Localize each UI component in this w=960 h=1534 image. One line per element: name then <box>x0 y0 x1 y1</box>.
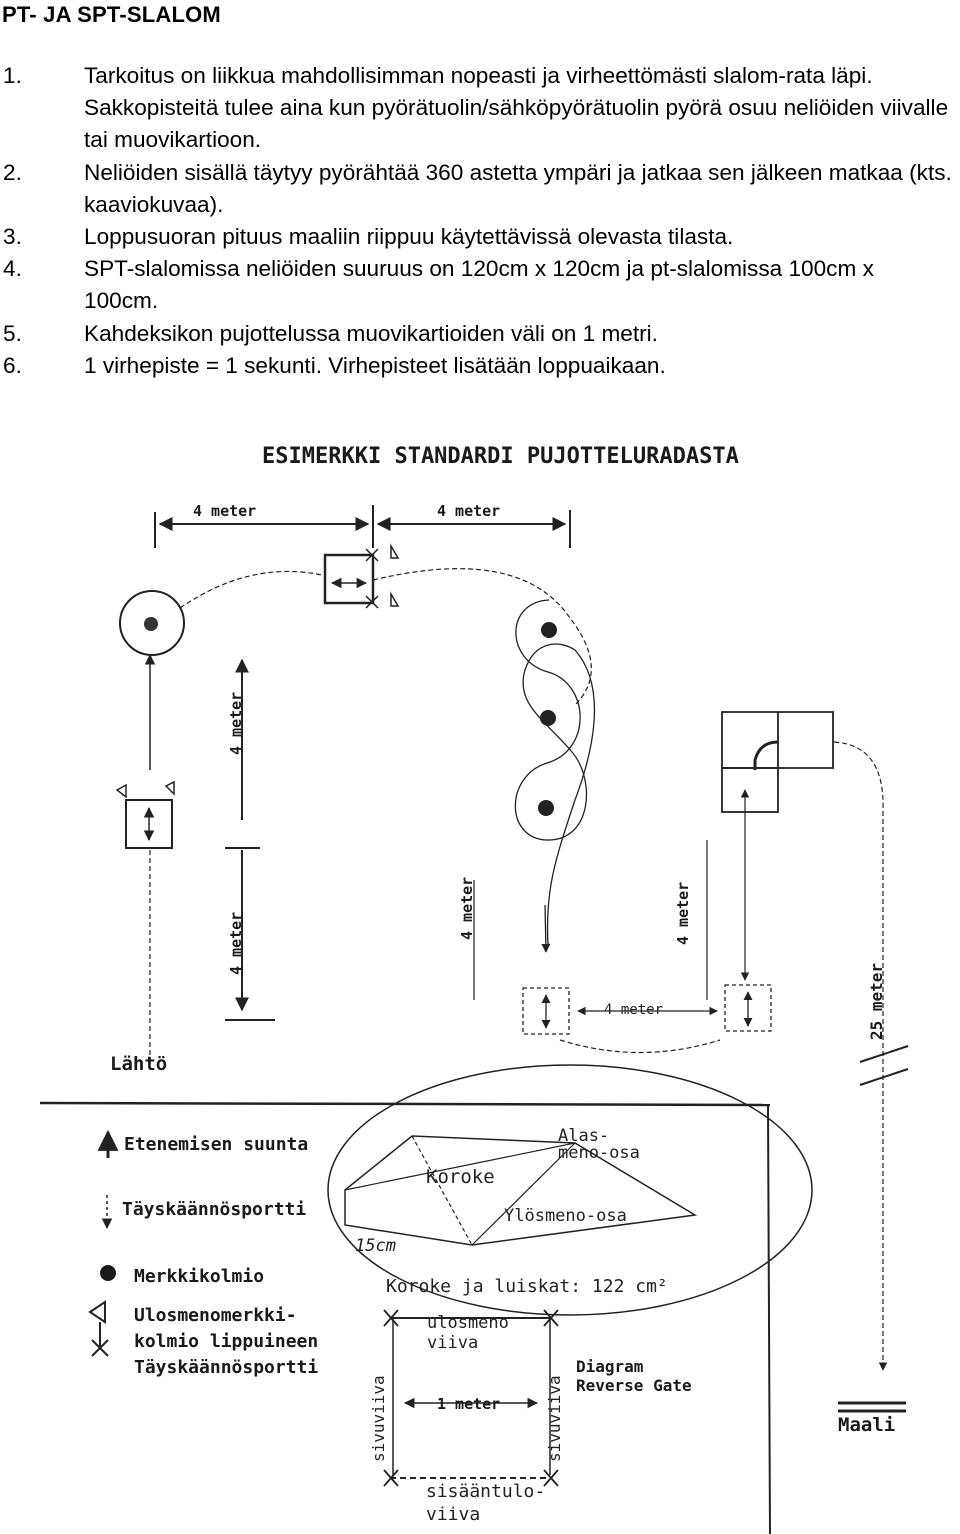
rule-text: 1 virhepiste = 1 sekunti. Virhepisteet l… <box>84 352 666 378</box>
exit-flag-icon <box>88 1300 109 1357</box>
rule-item: 3. Loppusuoran pituus maaliin riippuu kä… <box>0 221 960 253</box>
rule-number: 1. <box>3 63 22 88</box>
dim-mid-left: 4 meter <box>458 877 476 940</box>
legend-exit-2: kolmio lippuineen <box>134 1331 318 1352</box>
ramp-height: 15cm <box>355 1236 396 1256</box>
gate-caption-2: Reverse Gate <box>576 1376 692 1395</box>
reverse-gate-middle-right <box>724 984 772 1032</box>
rule-text: SPT-slalomissa neliöiden suuruus on 120c… <box>84 256 874 314</box>
dim-final: 25 meter <box>867 963 886 1040</box>
side-line-left: sivuviiva <box>369 1375 388 1462</box>
dim-mid-right: 4 meter <box>674 882 692 945</box>
rule-number: 5. <box>3 320 22 346</box>
reverse-gate-left <box>115 780 175 1065</box>
legend: Etenemisen suunta Täyskäännösportti Merk… <box>88 1129 318 1378</box>
rule-item: 5. Kahdeksikon pujottelussa muovikartioi… <box>0 318 960 350</box>
ramp-platform: Koroke <box>426 1166 495 1188</box>
ramp-down-1: Alas- <box>558 1126 609 1146</box>
rule-number: 2. <box>3 159 22 185</box>
rule-text: Loppusuoran pituus maaliin riippuu käyte… <box>84 224 734 250</box>
finish-label: Maali <box>838 1414 895 1436</box>
start-label: Lähtö <box>110 1053 167 1075</box>
page-title: PT- JA SPT-SLALOM <box>2 2 221 27</box>
legend-exit-3: Täyskäännösportti <box>134 1357 318 1378</box>
dimension-top: 4 meter 4 meter <box>154 502 571 548</box>
dimension-final: 25 meter Maali <box>838 963 909 1436</box>
cone-1 <box>541 622 557 638</box>
right-edge-line <box>767 1104 771 1534</box>
marker-icon <box>100 1265 116 1281</box>
exit-line-1: ulosmeno <box>427 1313 509 1333</box>
dim-top-left: 4 meter <box>193 502 256 520</box>
rule-item: 4. SPT-slalomissa neliöiden suuruus on 1… <box>0 253 960 317</box>
rule-item: 1. Tarkoitus on liikkua mahdollisimman n… <box>0 60 960 157</box>
cone-3 <box>538 800 554 816</box>
rule-item: 2. Neliöiden sisällä täytyy pyörähtää 36… <box>0 157 960 221</box>
rule-number: 4. <box>3 256 22 282</box>
dim-top-right: 4 meter <box>437 502 500 520</box>
dim-vertical-upper: 4 meter <box>227 692 245 755</box>
gate-caption-1: Diagram <box>576 1357 644 1376</box>
dim-vertical-lower: 4 meter <box>227 912 245 975</box>
ramp: Alas- meno-osa Koroke Ylösmeno-osa 15cm … <box>327 1064 813 1316</box>
ramp-down-2: meno-osa <box>558 1143 640 1163</box>
side-line-right: sivuviiva <box>545 1375 564 1462</box>
ramp-size: Koroke ja luiskat: 122 cm² <box>386 1276 668 1297</box>
dimension-left: 4 meter 4 meter <box>225 658 275 1021</box>
legend-marker: Merkkikolmio <box>134 1266 264 1287</box>
entry-line-1: sisääntulo- <box>426 1481 545 1502</box>
cone-2 <box>540 710 556 726</box>
rule-text: Tarkoitus on liikkua mahdollisimman nope… <box>84 63 949 153</box>
diagram-title: ESIMERKKI STANDARDI PUJOTTELURADASTA <box>262 444 739 469</box>
rule-number: 3. <box>3 224 22 250</box>
exit-line-2: viiva <box>427 1333 478 1353</box>
section-divider <box>39 1101 771 1107</box>
gate-width: 1 meter <box>437 1395 500 1413</box>
rule-text: Kahdeksikon pujottelussa muovikartioiden… <box>84 320 658 346</box>
corner-squares <box>721 711 888 1371</box>
start-loop <box>119 568 592 770</box>
legend-direction: Etenemisen suunta <box>124 1134 308 1155</box>
reverse-gate-middle-left <box>522 987 570 1035</box>
figure-eight <box>514 599 596 953</box>
rule-text: Neliöiden sisällä täytyy pyörähtää 360 a… <box>84 159 952 217</box>
dim-between-gates: 4 meter <box>604 1002 663 1018</box>
rule-item: 6. 1 virhepiste = 1 sekunti. Virhepistee… <box>0 350 960 382</box>
ramp-up: Ylösmeno-osa <box>504 1206 627 1226</box>
rule-number: 6. <box>3 352 22 378</box>
legend-reverse-gate: Täyskäännösportti <box>122 1199 306 1220</box>
rules-list: 1. Tarkoitus on liikkua mahdollisimman n… <box>0 60 960 382</box>
reverse-gate-detail: ulosmeno viiva sivuviiva sivuviiva 1 met… <box>369 1309 692 1525</box>
legend-exit-1: Ulosmenomerkki- <box>134 1305 297 1326</box>
entry-line-2: viiva <box>426 1504 480 1525</box>
reverse-gate-top <box>323 543 400 609</box>
